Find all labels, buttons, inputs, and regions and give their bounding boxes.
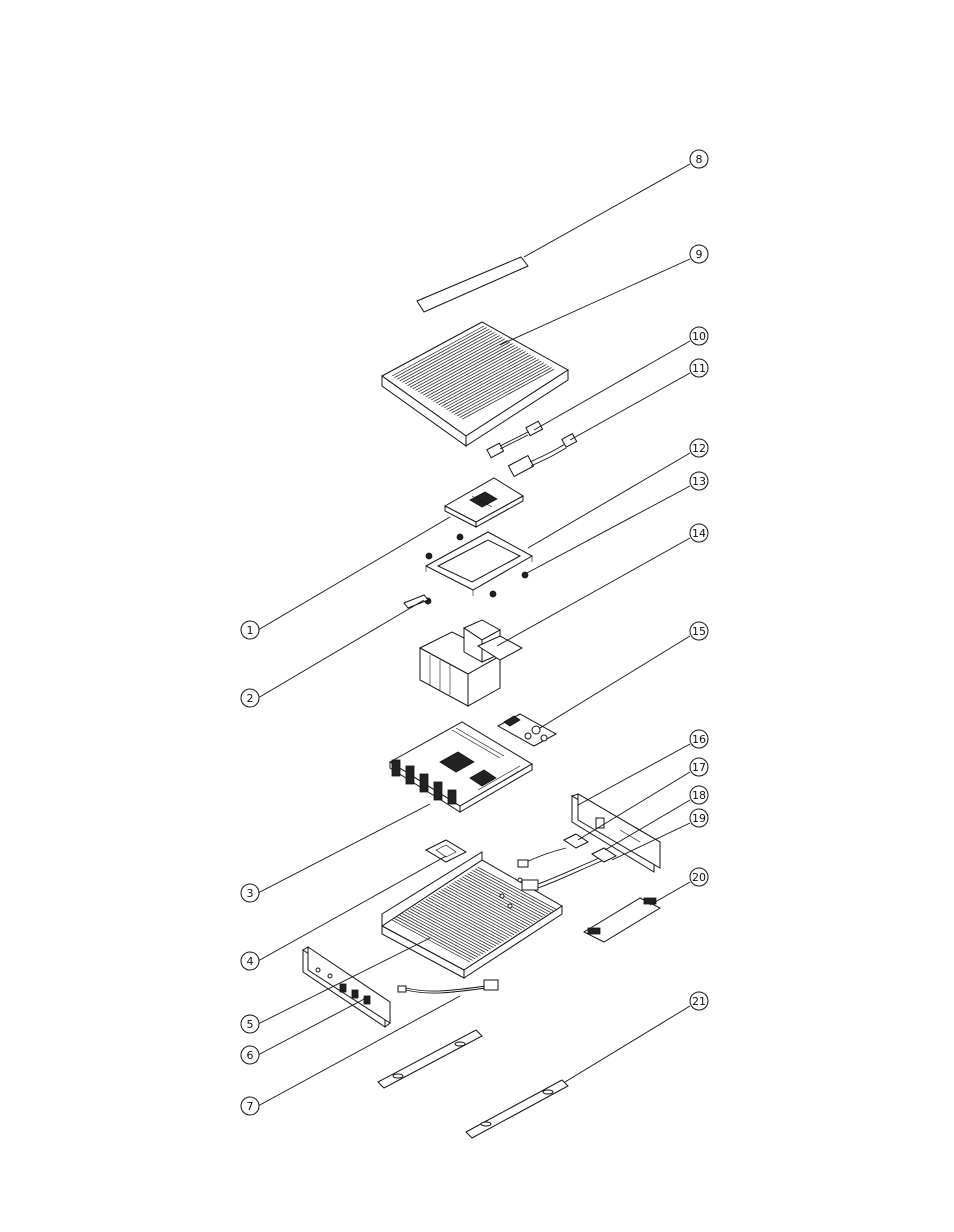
part-io-panel (303, 947, 390, 1027)
callout-3: 3 (241, 884, 259, 902)
callout-14: 14 (690, 524, 708, 542)
callout-number: 19 (692, 812, 706, 825)
callout-16: 16 (690, 730, 708, 748)
callout-8: 8 (690, 150, 708, 168)
part-power-board (498, 714, 556, 746)
callout-4: 4 (241, 952, 259, 970)
part-cpu-cooler (420, 620, 522, 706)
part-bottom-chassis (382, 852, 562, 978)
callout-number: 12 (692, 442, 706, 455)
callout-number: 6 (247, 1049, 254, 1062)
callout-2: 2 (241, 689, 259, 707)
callout-5: 5 (241, 1015, 259, 1033)
part-ssd (445, 478, 523, 527)
callout-19: 19 (690, 809, 708, 827)
callout-number: 3 (247, 887, 254, 900)
part-small-pad (404, 595, 428, 608)
callout-number: 16 (692, 733, 706, 746)
callout-number: 2 (247, 692, 254, 705)
callout-11: 11 (690, 359, 708, 377)
part-ssd-bracket (426, 532, 532, 596)
callout-15: 15 (690, 622, 708, 640)
part-cable-17 (518, 834, 588, 867)
callout-20: 20 (690, 868, 708, 886)
part-backplate (426, 840, 466, 862)
callout-number: 20 (692, 871, 706, 884)
callout-number: 15 (692, 625, 706, 638)
part-ribbon-cable (584, 898, 660, 942)
callout-6: 6 (241, 1046, 259, 1064)
callout-1: 1 (241, 621, 259, 639)
callout-number: 4 (247, 955, 254, 968)
callout-13: 13 (690, 472, 708, 490)
callout-17: 17 (690, 758, 708, 776)
part-mount-bracket-21 (466, 1080, 568, 1138)
callout-number: 1 (247, 624, 254, 637)
callout-number: 8 (696, 153, 703, 166)
callout-number: 7 (247, 1100, 254, 1113)
part-thermal-pad (417, 257, 528, 312)
callout-number: 5 (247, 1018, 254, 1031)
callout-number: 21 (692, 995, 706, 1008)
callout-number: 14 (692, 527, 706, 540)
part-mount-bracket-upper (378, 1030, 482, 1088)
callout-7: 7 (241, 1097, 259, 1115)
callout-number: 17 (692, 761, 706, 774)
callout-10: 10 (690, 327, 708, 345)
callout-number: 13 (692, 475, 706, 488)
callout-9: 9 (690, 245, 708, 263)
callout-18: 18 (690, 786, 708, 804)
callout-21: 21 (690, 992, 708, 1010)
callout-number: 11 (692, 362, 706, 375)
callout-number: 10 (692, 330, 706, 343)
part-side-panel (572, 794, 660, 872)
part-cable-18 (522, 856, 604, 890)
part-power-cable (398, 980, 498, 993)
callout-number: 9 (696, 248, 703, 261)
callout-12: 12 (690, 439, 708, 457)
callout-number: 18 (692, 789, 706, 802)
part-motherboard (390, 722, 532, 812)
